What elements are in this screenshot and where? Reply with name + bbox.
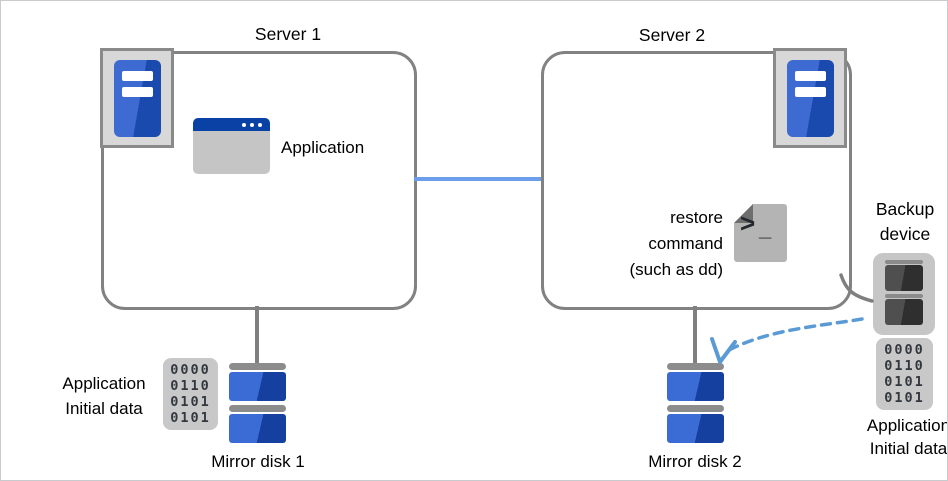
- restore-command-label: restore command (such as dd): [541, 205, 723, 283]
- shell-script-icon: > _: [734, 204, 787, 262]
- binary-row: 0000: [170, 362, 211, 378]
- disk-platter: [667, 414, 724, 443]
- server2-title: Server 2: [638, 25, 706, 45]
- disk-cap: [667, 363, 724, 370]
- disk-cap: [229, 363, 286, 370]
- server-tower-icon: [786, 59, 834, 137]
- disk1-label: Mirror disk 1: [211, 452, 305, 471]
- binary-row: 0101: [884, 374, 925, 390]
- application-label: Application: [281, 138, 365, 157]
- backup-device-icon: [873, 253, 935, 335]
- tape-stack-icon: [885, 260, 923, 328]
- disk-cap: [229, 405, 286, 412]
- window-dot-icon: [241, 122, 246, 127]
- binary-data-icon: 0000 0110 0101 0101: [876, 338, 933, 410]
- server1-server-icon: [100, 48, 174, 148]
- binary-data-icon: 0000 0110 0101 0101: [163, 358, 218, 430]
- backup-device-label-line: Backup: [875, 199, 935, 219]
- window-titlebar: [193, 118, 270, 131]
- mirror-disk2-icon: [667, 363, 724, 447]
- window-dot-icon: [257, 122, 262, 127]
- window-dot-icon: [249, 122, 254, 127]
- binary-row: 0110: [170, 378, 211, 394]
- backup-device-label: Backup device: [849, 197, 947, 247]
- binary-row: 0110: [884, 358, 925, 374]
- caption-line: Application: [866, 416, 948, 435]
- disk1-stem-line: [255, 306, 259, 364]
- disk2-stem-line: [693, 306, 697, 364]
- binary-row: 0000: [884, 342, 925, 358]
- tower-slot-icon: [121, 86, 153, 97]
- application-window-icon: [193, 118, 270, 174]
- disk-platter: [667, 372, 724, 401]
- disk2-label: Mirror disk 2: [648, 452, 742, 471]
- restore-command-line: command: [648, 234, 723, 253]
- server-link-line: [414, 177, 541, 181]
- caption-line: Initial data: [65, 399, 143, 418]
- disk1-data-caption: Application Initial data: [29, 371, 179, 421]
- disk-platter: [229, 414, 286, 443]
- caption-line: Application: [62, 374, 146, 393]
- prompt-glyph-icon: >: [740, 208, 756, 238]
- backup-device-label-line: device: [879, 224, 931, 244]
- tower-slot-icon: [794, 70, 826, 81]
- caption-line: Initial data: [869, 439, 948, 458]
- mirror-disk1-icon: [229, 363, 286, 447]
- server1-title: Server 1: [254, 24, 322, 44]
- tape-cap: [885, 294, 923, 298]
- binary-row: 0101: [884, 390, 925, 406]
- tape-body: [885, 265, 923, 291]
- server-tower-icon: [113, 59, 161, 137]
- binary-row: 0101: [170, 410, 211, 426]
- cursor-glyph-icon: _: [759, 216, 772, 241]
- restore-command-line: (such as dd): [629, 260, 723, 279]
- tape-cap: [885, 260, 923, 264]
- restore-command-line: restore: [670, 208, 723, 227]
- backup-data-caption: Application Initial data: [831, 414, 948, 460]
- server2-server-icon: [773, 48, 847, 148]
- tower-slot-icon: [121, 70, 153, 81]
- restore-arrowhead-icon: [710, 337, 737, 364]
- tower-slot-icon: [794, 86, 826, 97]
- disk-platter: [229, 372, 286, 401]
- window-body: [193, 131, 270, 174]
- binary-row: 0101: [170, 394, 211, 410]
- disk-cap: [667, 405, 724, 412]
- restore-arrow-curve: [725, 317, 864, 353]
- tape-body: [885, 299, 923, 325]
